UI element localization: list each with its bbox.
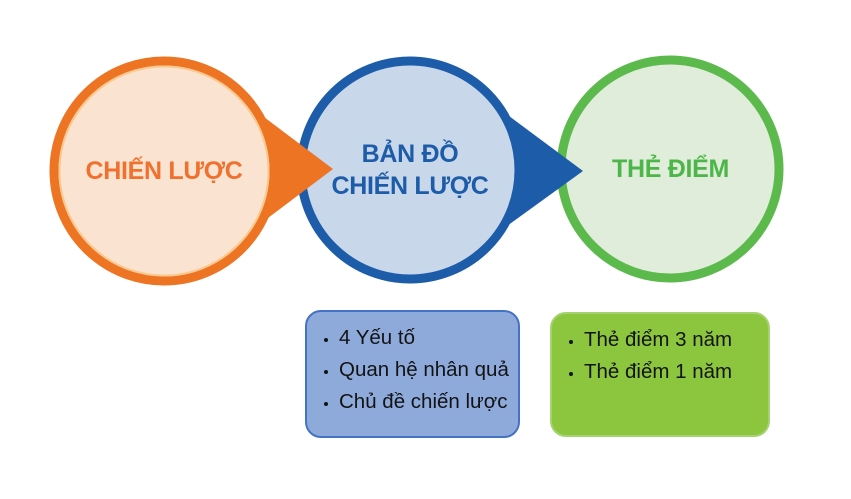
step-circle-scorecard (556, 55, 784, 283)
list-item: 4 Yếu tố (339, 322, 510, 354)
detail-box-strategy-map: 4 Yếu tố Quan hệ nhân quả Chủ đề chiến l… (305, 310, 520, 438)
list-item: Thẻ điểm 1 năm (584, 356, 760, 388)
step-circle-strategy (49, 56, 279, 286)
detail-list-scorecard: Thẻ điểm 3 năm Thẻ điểm 1 năm (562, 324, 760, 388)
list-item: Thẻ điểm 3 năm (584, 324, 760, 356)
detail-list-strategy-map: 4 Yếu tố Quan hệ nhân quả Chủ đề chiến l… (317, 322, 510, 418)
step-circle-strategy-inner-ring (58, 65, 270, 277)
list-item: Quan hệ nhân quả (339, 354, 510, 386)
detail-box-scorecard: Thẻ điểm 3 năm Thẻ điểm 1 năm (550, 312, 770, 437)
step-circle-strategy-map (296, 56, 524, 284)
list-item: Chủ đề chiến lược (339, 386, 510, 418)
